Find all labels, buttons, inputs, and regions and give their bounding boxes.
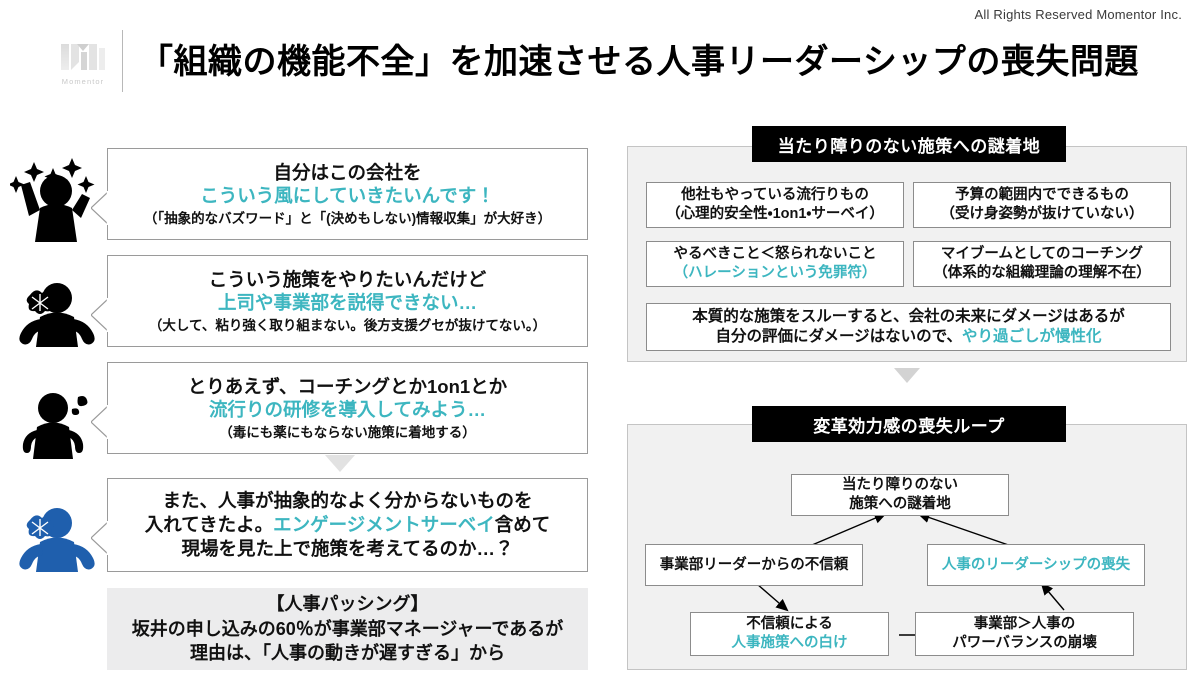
- node-power-balance-line-1: 事業部＞人事の: [973, 616, 1076, 633]
- bubble-1-line-3: （「抽象的なバズワード」と「(決めもしない)情報収集」が大好き）: [143, 211, 552, 227]
- measure-box-3-line-1: やるべきこと＜怒られないこと: [673, 246, 877, 263]
- node-top: 当たり障りのない 施策への謎着地: [791, 474, 1009, 516]
- bubble-2-line-3: （大して、粘り強く取り組まない。後方支援グセが抜けてない。）: [148, 318, 547, 334]
- conclusion-line-2: 自分の評価にダメージはないので、やり過ごしが慢性化: [715, 327, 1101, 347]
- speech-bubble-3: とりあえず、コーチングとか1on1とか 流行りの研修を導入してみよう… （毒にも…: [91, 362, 588, 454]
- bubble-2-line-2: 上司や事業部を説得できない…: [217, 292, 477, 314]
- bubble-3-line-2: 流行りの研修を導入してみよう…: [209, 399, 486, 421]
- node-power-balance-line-2: パワーバランスの崩壊: [952, 635, 1097, 651]
- speech-bubble-1: 自分はこの会社を こういう風にしていきたいんです！ （「抽象的なバズワード」と「…: [91, 148, 588, 240]
- measure-box-4: マイブームとしてのコーチング （体系的な組織理論の理解不在）: [913, 241, 1171, 287]
- measure-box-1-line-2: （心理的安全性・1on1・サーベイ）: [666, 206, 884, 222]
- speech-bubble-2: こういう施策をやりたいんだけど 上司や事業部を説得できない… （大して、粘り強く…: [91, 255, 588, 347]
- panel-title-bland-measures: 当たり障りのない施策への謎着地: [752, 126, 1066, 162]
- measure-box-2-line-2: （受け身姿勢が抜けていない）: [940, 206, 1144, 222]
- measure-box-4-line-2: （体系的な組織理論の理解不在）: [933, 265, 1151, 281]
- panel-flow-arrow-icon: [894, 368, 920, 383]
- logo-wordmark: Momentor: [61, 77, 105, 86]
- person-shrugging-blue-icon: [10, 490, 110, 600]
- logo-mark-icon: [61, 44, 105, 70]
- page-title: 「組織の機能不全」を加速させる人事リーダーシップの喪失問題: [139, 43, 1139, 81]
- copyright-notice: All Rights Reserved Momentor Inc.: [974, 7, 1182, 22]
- node-distrust-label: 事業部リーダーからの不信頼: [659, 556, 849, 573]
- bubble-4-line-2: 入れてきたよ。エンゲージメントサーベイ含めて: [145, 513, 551, 537]
- measure-box-1: 他社もやっている流行りもの （心理的安全性・1on1・サーベイ）: [646, 182, 904, 228]
- node-top-line-2: 施策への謎着地: [849, 496, 951, 512]
- title-divider: [122, 30, 123, 92]
- node-power-balance: 事業部＞人事の パワーバランスの崩壊: [915, 612, 1134, 656]
- summary-line-2: 坂井の申し込みの60％が事業部マネージャーであるが: [131, 618, 564, 639]
- momentor-logo: Momentor: [48, 34, 118, 92]
- bubble-4-line-2-highlight: エンゲージメントサーベイ: [273, 514, 495, 536]
- person-cheering-icon: [7, 150, 110, 260]
- bubble-4-line-2-post: 含めて: [494, 514, 551, 536]
- conclusion-line-2-highlight: やり過ごしが慢性化: [962, 328, 1102, 345]
- bubble-1-line-1: 自分はこの会社を: [273, 161, 422, 183]
- node-hr-leadership-loss-label: 人事のリーダーシップの喪失: [941, 556, 1131, 573]
- node-coolness-line-1: 不信頼による: [746, 616, 833, 633]
- bubble-2-line-1: こういう施策をやりたいんだけど: [208, 268, 487, 290]
- measure-box-2: 予算の範囲内でできるもの （受け身姿勢が抜けていない）: [913, 182, 1171, 228]
- summary-line-3: 理由は、「人事の動きが遅すぎる」から: [190, 643, 505, 664]
- node-coolness: 不信頼による 人事施策への白け: [690, 612, 889, 656]
- conclusion-line-1: 本質的な施策をスルーすると、会社の未来にダメージはあるが: [692, 307, 1125, 325]
- node-distrust: 事業部リーダーからの不信頼: [645, 544, 863, 586]
- bubble-tail-icon: [91, 405, 109, 439]
- conclusion-line-2-pre: 自分の評価にダメージはないので、: [715, 328, 963, 345]
- bubble-tail-icon: [91, 191, 109, 225]
- bubble-4-line-2-pre: 入れてきたよ。: [144, 514, 274, 536]
- node-hr-leadership-loss: 人事のリーダーシップの喪失: [927, 544, 1145, 586]
- panel-title-loss-loop: 変革効力感の喪失ループ: [752, 406, 1066, 442]
- person-shrugging-icon: [10, 265, 110, 375]
- measure-box-3-line-2: （ハレーションという免罪符）: [673, 265, 877, 281]
- bubble-4-line-1: また、人事が抽象的なよく分からないものを: [162, 490, 533, 512]
- speech-bubble-4: また、人事が抽象的なよく分からないものを 入れてきたよ。エンゲージメントサーベイ…: [91, 478, 588, 572]
- bubble-3-line-1: とりあえず、コーチングとか1on1とか: [187, 375, 508, 397]
- bubble-1-line-2: こういう風にしていきたいんです！: [200, 185, 495, 207]
- measure-box-4-line-1: マイブームとしてのコーチング: [940, 246, 1144, 263]
- left-flow-arrow-icon: [325, 455, 355, 472]
- node-coolness-line-2: 人事施策への白け: [731, 635, 848, 651]
- bubble-4-line-3: 現場を見た上で施策を考えてるのか…？: [181, 537, 514, 559]
- measure-box-2-line-1: 予算の範囲内でできるもの: [955, 187, 1129, 204]
- summary-line-1: 【人事パッシング】: [266, 593, 429, 614]
- measure-conclusion-box: 本質的な施策をスルーすると、会社の未来にダメージはあるが 自分の評価にダメージは…: [646, 303, 1171, 351]
- bubble-tail-icon: [91, 298, 109, 332]
- person-hands-on-hips-icon: [10, 375, 110, 485]
- node-top-line-1: 当たり障りのない: [842, 477, 958, 494]
- bubble-3-line-3: （毒にも薬にもならない施策に着地する）: [219, 425, 476, 441]
- measure-box-1-line-1: 他社もやっている流行りもの: [681, 187, 869, 204]
- hr-passing-summary-box: 【人事パッシング】 坂井の申し込みの60％が事業部マネージャーであるが 理由は、…: [107, 588, 588, 670]
- bubble-tail-icon: [91, 521, 109, 555]
- measure-box-3: やるべきこと＜怒られないこと （ハレーションという免罪符）: [646, 241, 904, 287]
